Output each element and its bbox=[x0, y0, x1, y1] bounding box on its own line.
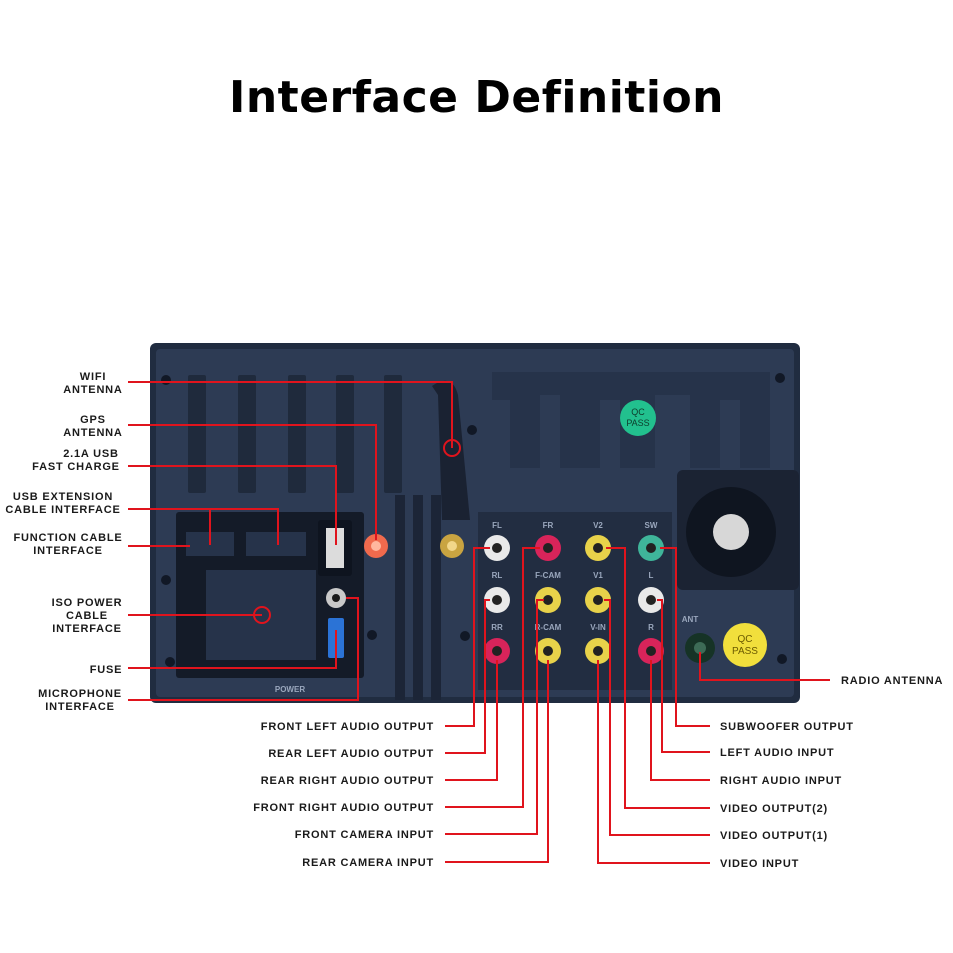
rca-label-fcam: F-CAM bbox=[535, 571, 561, 580]
label-usb-1: 2.1A USB bbox=[63, 448, 119, 460]
label-iso-3: INTERFACE bbox=[52, 623, 122, 635]
label-iso-1: ISO POWER bbox=[52, 597, 123, 609]
rca-label-sw: SW bbox=[645, 521, 658, 530]
rca-label-rr: RR bbox=[491, 623, 503, 632]
rca-label-r: R bbox=[648, 623, 654, 632]
bottom-left-labels: FRONT LEFT AUDIO OUTPUT REAR LEFT AUDIO … bbox=[253, 721, 434, 869]
rca-label-l: L bbox=[649, 571, 654, 580]
label-video-output-1: VIDEO OUTPUT(1) bbox=[720, 830, 828, 842]
qc-badge-line2: PASS bbox=[626, 418, 649, 428]
label-usbext-1: USB EXTENSION bbox=[13, 491, 113, 503]
label-right-audio-input: RIGHT AUDIO INPUT bbox=[720, 775, 842, 787]
rca-label-v2: V2 bbox=[593, 521, 603, 530]
rca-label-fl: FL bbox=[492, 521, 502, 530]
label-function-2: INTERFACE bbox=[33, 545, 103, 557]
rca-label-rl: RL bbox=[492, 571, 503, 580]
power-connector-label: POWER bbox=[275, 685, 305, 694]
label-gps-2: ANTENNA bbox=[63, 427, 122, 439]
rca-labels: FL FR V2 SW RL F-CAM V1 L RR R-CAM V-IN … bbox=[491, 521, 658, 632]
label-wifi-2: ANTENNA bbox=[63, 384, 122, 396]
left-labels: WIFI ANTENNA GPS ANTENNA 2.1A USB FAST C… bbox=[5, 371, 122, 713]
label-gps-1: GPS bbox=[80, 414, 106, 426]
leader-lines bbox=[128, 381, 830, 864]
label-usbext-2: CABLE INTERFACE bbox=[5, 504, 120, 516]
qc-badge2-line1: QC bbox=[738, 634, 753, 645]
page-title: Interface Definition bbox=[228, 72, 724, 123]
label-rear-camera-input: REAR CAMERA INPUT bbox=[302, 857, 434, 869]
label-fuse: FUSE bbox=[90, 664, 123, 676]
qc-badge2-line2: PASS bbox=[732, 646, 758, 657]
label-function-1: FUNCTION CABLE bbox=[14, 532, 123, 544]
qc-badge-line1: QC bbox=[631, 407, 645, 417]
label-left-audio-input: LEFT AUDIO INPUT bbox=[720, 747, 834, 759]
label-rear-right-audio-output: REAR RIGHT AUDIO OUTPUT bbox=[261, 775, 434, 787]
label-wifi-1: WIFI bbox=[80, 371, 106, 383]
head-unit-back-panel: QC PASS QC PASS POWER ANT bbox=[150, 343, 800, 703]
rca-label-rcam: R-CAM bbox=[535, 623, 562, 632]
label-front-right-audio-output: FRONT RIGHT AUDIO OUTPUT bbox=[253, 802, 434, 814]
label-front-camera-input: FRONT CAMERA INPUT bbox=[295, 829, 434, 841]
label-front-left-audio-output: FRONT LEFT AUDIO OUTPUT bbox=[261, 721, 434, 733]
rca-label-fr: FR bbox=[543, 521, 554, 530]
ant-label: ANT bbox=[682, 615, 699, 624]
label-subwoofer-output: SUBWOOFER OUTPUT bbox=[720, 721, 854, 733]
label-usb-2: FAST CHARGE bbox=[32, 461, 120, 473]
rca-label-vin: V-IN bbox=[590, 623, 606, 632]
label-mic-2: INTERFACE bbox=[45, 701, 115, 713]
rca-label-v1: V1 bbox=[593, 571, 603, 580]
label-rear-left-audio-output: REAR LEFT AUDIO OUTPUT bbox=[268, 748, 434, 760]
label-radio-antenna: RADIO ANTENNA bbox=[841, 675, 943, 687]
label-iso-2: CABLE bbox=[66, 610, 108, 622]
rca-jack-grid bbox=[484, 535, 664, 664]
label-video-input: VIDEO INPUT bbox=[720, 858, 799, 870]
label-mic-1: MICROPHONE bbox=[38, 688, 122, 700]
label-video-output-2: VIDEO OUTPUT(2) bbox=[720, 803, 828, 815]
bottom-right-labels: SUBWOOFER OUTPUT LEFT AUDIO INPUT RIGHT … bbox=[720, 721, 854, 870]
